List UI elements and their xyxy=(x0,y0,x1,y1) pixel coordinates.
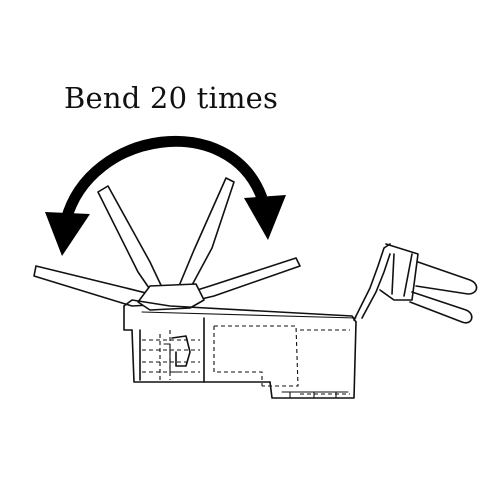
curved-double-arrow-icon xyxy=(45,135,286,256)
latch-tab-positions xyxy=(33,177,301,311)
rear-clip xyxy=(353,243,478,324)
bend-caption: Bend 20 times xyxy=(64,81,279,115)
connector-body xyxy=(123,299,357,399)
